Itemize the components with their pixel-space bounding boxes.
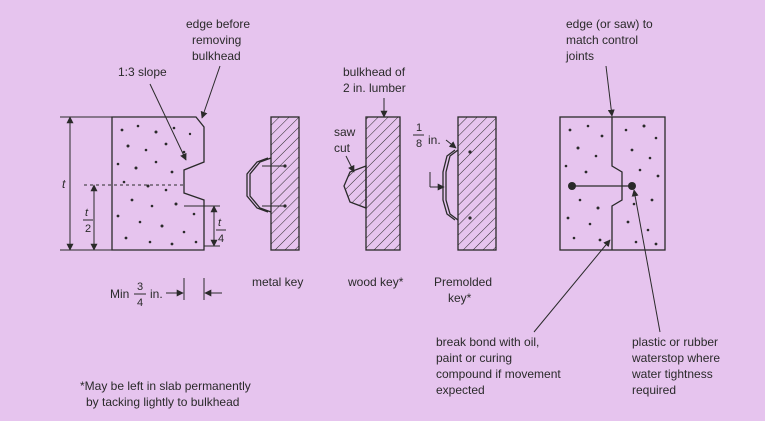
waterstop-note: plastic or rubber waterstop where water … xyxy=(631,335,720,397)
waterstop-joint-section: edge (or saw) to match control joints xyxy=(533,17,666,333)
joint-stipple xyxy=(564,124,660,246)
break-bond-line-3: compound if movement xyxy=(436,367,561,381)
waterstop-line-3: water tightness xyxy=(631,367,713,381)
min-prefix-label: Min xyxy=(110,287,129,301)
bulkhead-lumber-line-2: 2 in. lumber xyxy=(343,81,406,95)
joint-line xyxy=(611,117,623,250)
dim-t-half-den: 2 xyxy=(85,223,91,235)
saw-cut-line-2: cut xyxy=(334,141,351,155)
edge-saw-line-3: joints xyxy=(565,49,594,63)
edge-saw-line-1: edge (or saw) to xyxy=(566,17,653,31)
edge-before-line-3: bulkhead xyxy=(192,49,241,63)
wood-key-section: bulkhead of 2 in. lumber saw cut wood ke… xyxy=(334,65,406,289)
edge-before-line-1: edge before xyxy=(186,17,250,31)
min-num: 3 xyxy=(137,281,143,293)
slope-label: 1:3 slope xyxy=(118,65,167,79)
bulkhead-board-wood xyxy=(365,116,401,251)
dim-t-half-num: t xyxy=(85,207,89,219)
waterstop-line-2: waterstop where xyxy=(631,351,720,365)
concrete-stipple xyxy=(116,124,198,246)
metal-key-label: metal key xyxy=(252,275,303,289)
wood-key-label: wood key* xyxy=(347,275,404,289)
waterstop-bulb-right xyxy=(628,182,636,190)
dim-t-quarter-den: 4 xyxy=(218,233,224,245)
eighth-num: 1 xyxy=(416,122,422,134)
bulkhead-board-premolded xyxy=(457,116,497,251)
premolded-label-line-1: Premolded xyxy=(434,275,492,289)
waterstop-bulb-left xyxy=(568,182,576,190)
bulkhead-board-metal xyxy=(270,116,300,251)
premolded-key-profile xyxy=(445,149,459,221)
min-den: 4 xyxy=(137,297,143,309)
slab-outline xyxy=(111,116,205,251)
waterstop-line-1: plastic or rubber xyxy=(632,335,718,349)
dim-t-label: t xyxy=(62,177,66,191)
slab-keyed-section: t t 2 t 4 Min 3 4 in. 1:3 slope edge bef… xyxy=(60,17,250,309)
eighth-unit-label: in. xyxy=(428,133,441,147)
break-bond-line-2: paint or curing xyxy=(436,351,512,365)
footnote-line-2: by tacking lightly to bulkhead xyxy=(86,395,239,409)
min-unit-label: in. xyxy=(150,287,163,301)
footnote: *May be left in slab permanently by tack… xyxy=(80,379,251,409)
footnote-line-1: *May be left in slab permanently xyxy=(80,379,251,393)
saw-cut-line-1: saw xyxy=(334,125,356,139)
dim-t-quarter-num: t xyxy=(218,217,222,229)
wood-key-shape xyxy=(343,165,367,209)
metal-key-profile xyxy=(249,157,272,213)
edge-saw-line-2: match control xyxy=(566,33,638,47)
eighth-den: 8 xyxy=(416,138,422,150)
break-bond-line-4: expected xyxy=(436,383,485,397)
metal-key-section: metal key xyxy=(246,116,303,289)
waterstop-line-4: required xyxy=(632,383,676,397)
break-bond-line-1: break bond with oil, xyxy=(436,335,539,349)
bulkhead-lumber-line-1: bulkhead of xyxy=(343,65,406,79)
premolded-label-line-2: key* xyxy=(448,291,472,305)
premolded-key-section: 1 8 in. Premolded key* xyxy=(413,116,497,305)
break-bond-note: break bond with oil, paint or curing com… xyxy=(436,335,561,397)
edge-before-line-2: removing xyxy=(192,33,241,47)
